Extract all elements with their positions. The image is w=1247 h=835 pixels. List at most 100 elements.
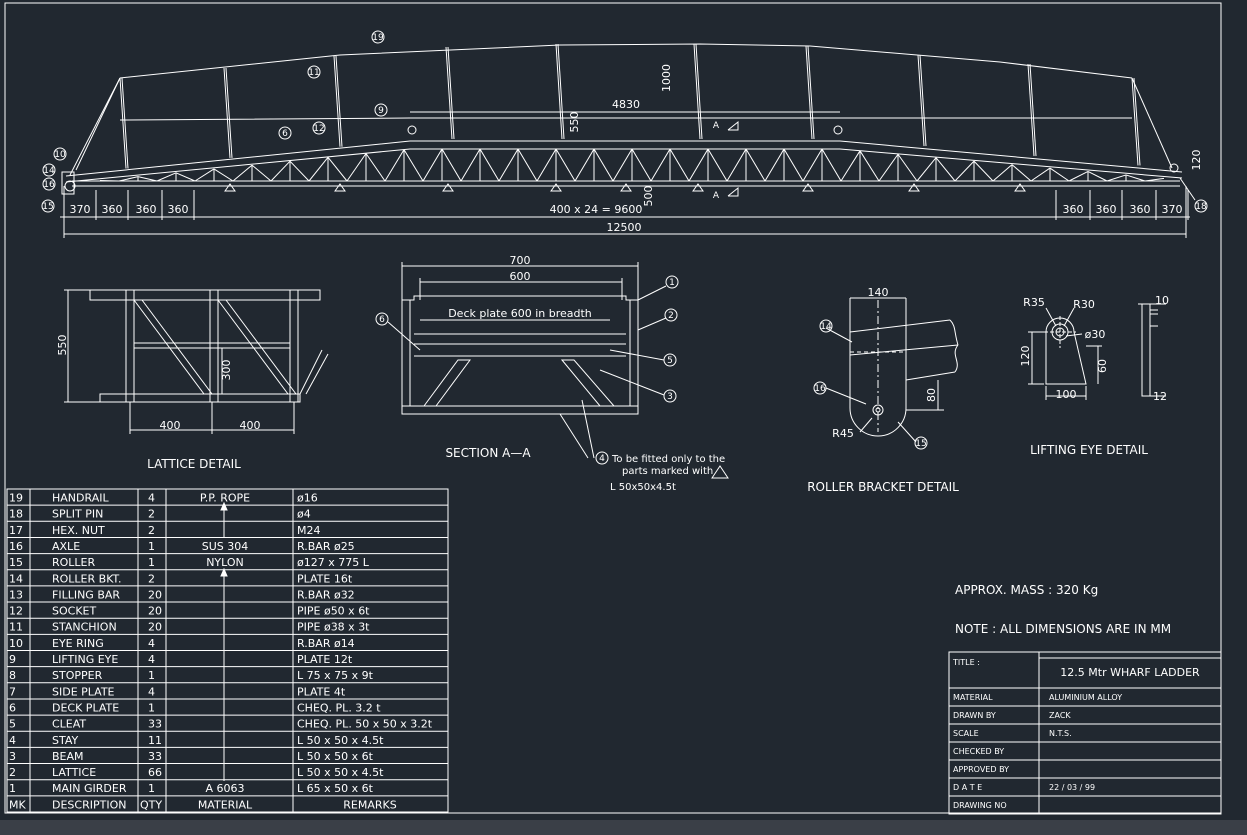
svg-text:12: 12 [313, 124, 324, 134]
elevation-support-marks [224, 183, 1026, 192]
bom-cell-mk: 10 [9, 637, 23, 650]
bom-header-description: DESCRIPTION [52, 798, 126, 811]
callout-12: 12 [312, 121, 326, 135]
bom-cell-remarks: L 75 x 75 x 9t [297, 669, 374, 682]
bom-cell-remarks: L 50 x 50 x 6t [297, 750, 374, 763]
roller-callout-14: 14 [819, 319, 833, 333]
svg-text:15: 15 [915, 439, 926, 449]
roller-callout-16: 16 [813, 381, 827, 395]
bom-header-remarks: REMARKS [343, 798, 396, 811]
bom-cell-mk: 16 [9, 540, 23, 553]
section-callout-1: 1 [665, 275, 679, 289]
section-note-line-2: parts marked with [622, 466, 713, 477]
svg-text:9: 9 [378, 106, 384, 116]
callout-9: 9 [374, 103, 388, 117]
bom-cell-material: A 6063 [205, 782, 244, 795]
bom-cell-remarks: ø16 [297, 492, 318, 505]
eye-dim-100: 100 [1056, 388, 1077, 401]
svg-text:4: 4 [599, 454, 605, 464]
section-callout-6: 6 [375, 312, 389, 326]
drawing-border [4, 2, 1222, 814]
triangle-mark-icon [711, 465, 729, 479]
eye-dim-dia30: ø30 [1085, 328, 1106, 341]
eye-dim-r35: R35 [1023, 296, 1045, 309]
elevation-lattice [99, 148, 1165, 182]
bom-cell-qty: 2 [148, 524, 155, 537]
dim-500: 500 [642, 186, 655, 207]
title-block-field-value: N.T.S. [1049, 729, 1072, 738]
approx-mass: APPROX. MASS : 320 Kg [955, 583, 1098, 597]
status-bar [0, 820, 1247, 835]
bom-cell-description: LATTICE [52, 766, 96, 779]
callout-15: 15 [41, 199, 55, 213]
svg-text:11: 11 [308, 68, 319, 78]
dim-right-4: 370 [1162, 203, 1183, 216]
bom-cell-description: ROLLER [52, 556, 96, 569]
ladder-elevation-view [60, 43, 1196, 238]
eye-dim-60: 60 [1096, 359, 1109, 373]
bom-cell-material: SUS 304 [202, 540, 249, 553]
dim-right-1: 360 [1063, 203, 1084, 216]
dim-550: 550 [568, 112, 581, 133]
bom-cell-mk: 14 [9, 572, 23, 585]
title-block-field-label: DRAWING NO [953, 801, 1007, 810]
svg-text:15: 15 [42, 202, 53, 212]
bom-cell-description: HANDRAIL [52, 492, 109, 505]
bom-cell-mk: 8 [9, 669, 16, 682]
bom-cell-description: STAY [52, 734, 79, 747]
bom-cell-qty: 1 [148, 782, 155, 795]
eye-dim-120: 120 [1019, 346, 1032, 367]
bom-cell-mk: 9 [9, 653, 16, 666]
eye-dim-12: 12 [1153, 390, 1167, 403]
svg-text:5: 5 [667, 356, 673, 366]
dim-120: 120 [1190, 150, 1203, 171]
svg-text:6: 6 [282, 129, 288, 139]
callout-18: 18 [1194, 199, 1208, 213]
bom-cell-remarks: L 65 x 50 x 6t [297, 782, 374, 795]
svg-text:10: 10 [54, 150, 66, 160]
bom-cell-qty: 20 [148, 621, 162, 634]
callout-19: 19 [371, 30, 385, 44]
bom-cell-mk: 7 [9, 685, 16, 698]
bom-cell-qty: 1 [148, 701, 155, 714]
bom-cell-remarks: PLATE 16t [297, 572, 353, 585]
section-a-a [401, 262, 639, 459]
bom-cell-mk: 15 [9, 556, 23, 569]
bom-cell-qty: 1 [148, 669, 155, 682]
svg-text:3: 3 [667, 392, 673, 402]
title-block-field-label: APPROVED BY [953, 765, 1009, 774]
section-a-a-title: SECTION A—A [445, 446, 531, 460]
bom-cell-mk: 17 [9, 524, 23, 537]
bom-cell-mk: 2 [9, 766, 16, 779]
section-callout-2: 2 [664, 308, 678, 322]
bom-cell-mk: 19 [9, 492, 23, 505]
bom-cell-mk: 18 [9, 508, 23, 521]
bom-cell-qty: 11 [148, 734, 162, 747]
bom-cell-remarks: R.BAR ø14 [297, 637, 355, 650]
bom-cell-qty: 4 [148, 685, 155, 698]
bom-cell-mk: 11 [9, 621, 23, 634]
eye-dim-r30: R30 [1073, 298, 1095, 311]
bom-cell-qty: 66 [148, 766, 162, 779]
dimensions-note: NOTE : ALL DIMENSIONS ARE IN MM [955, 622, 1171, 636]
title-label: TITLE : [952, 658, 980, 667]
bom-cell-description: CLEAT [52, 718, 86, 731]
bom-cell-qty: 2 [148, 572, 155, 585]
bom-cell-remarks: PLATE 4t [297, 685, 346, 698]
section-labels: 700 600 Deck plate 600 in breadth SECTIO… [445, 254, 725, 493]
dim-left-2: 360 [102, 203, 123, 216]
bom-cell-remarks: ø4 [297, 508, 311, 521]
